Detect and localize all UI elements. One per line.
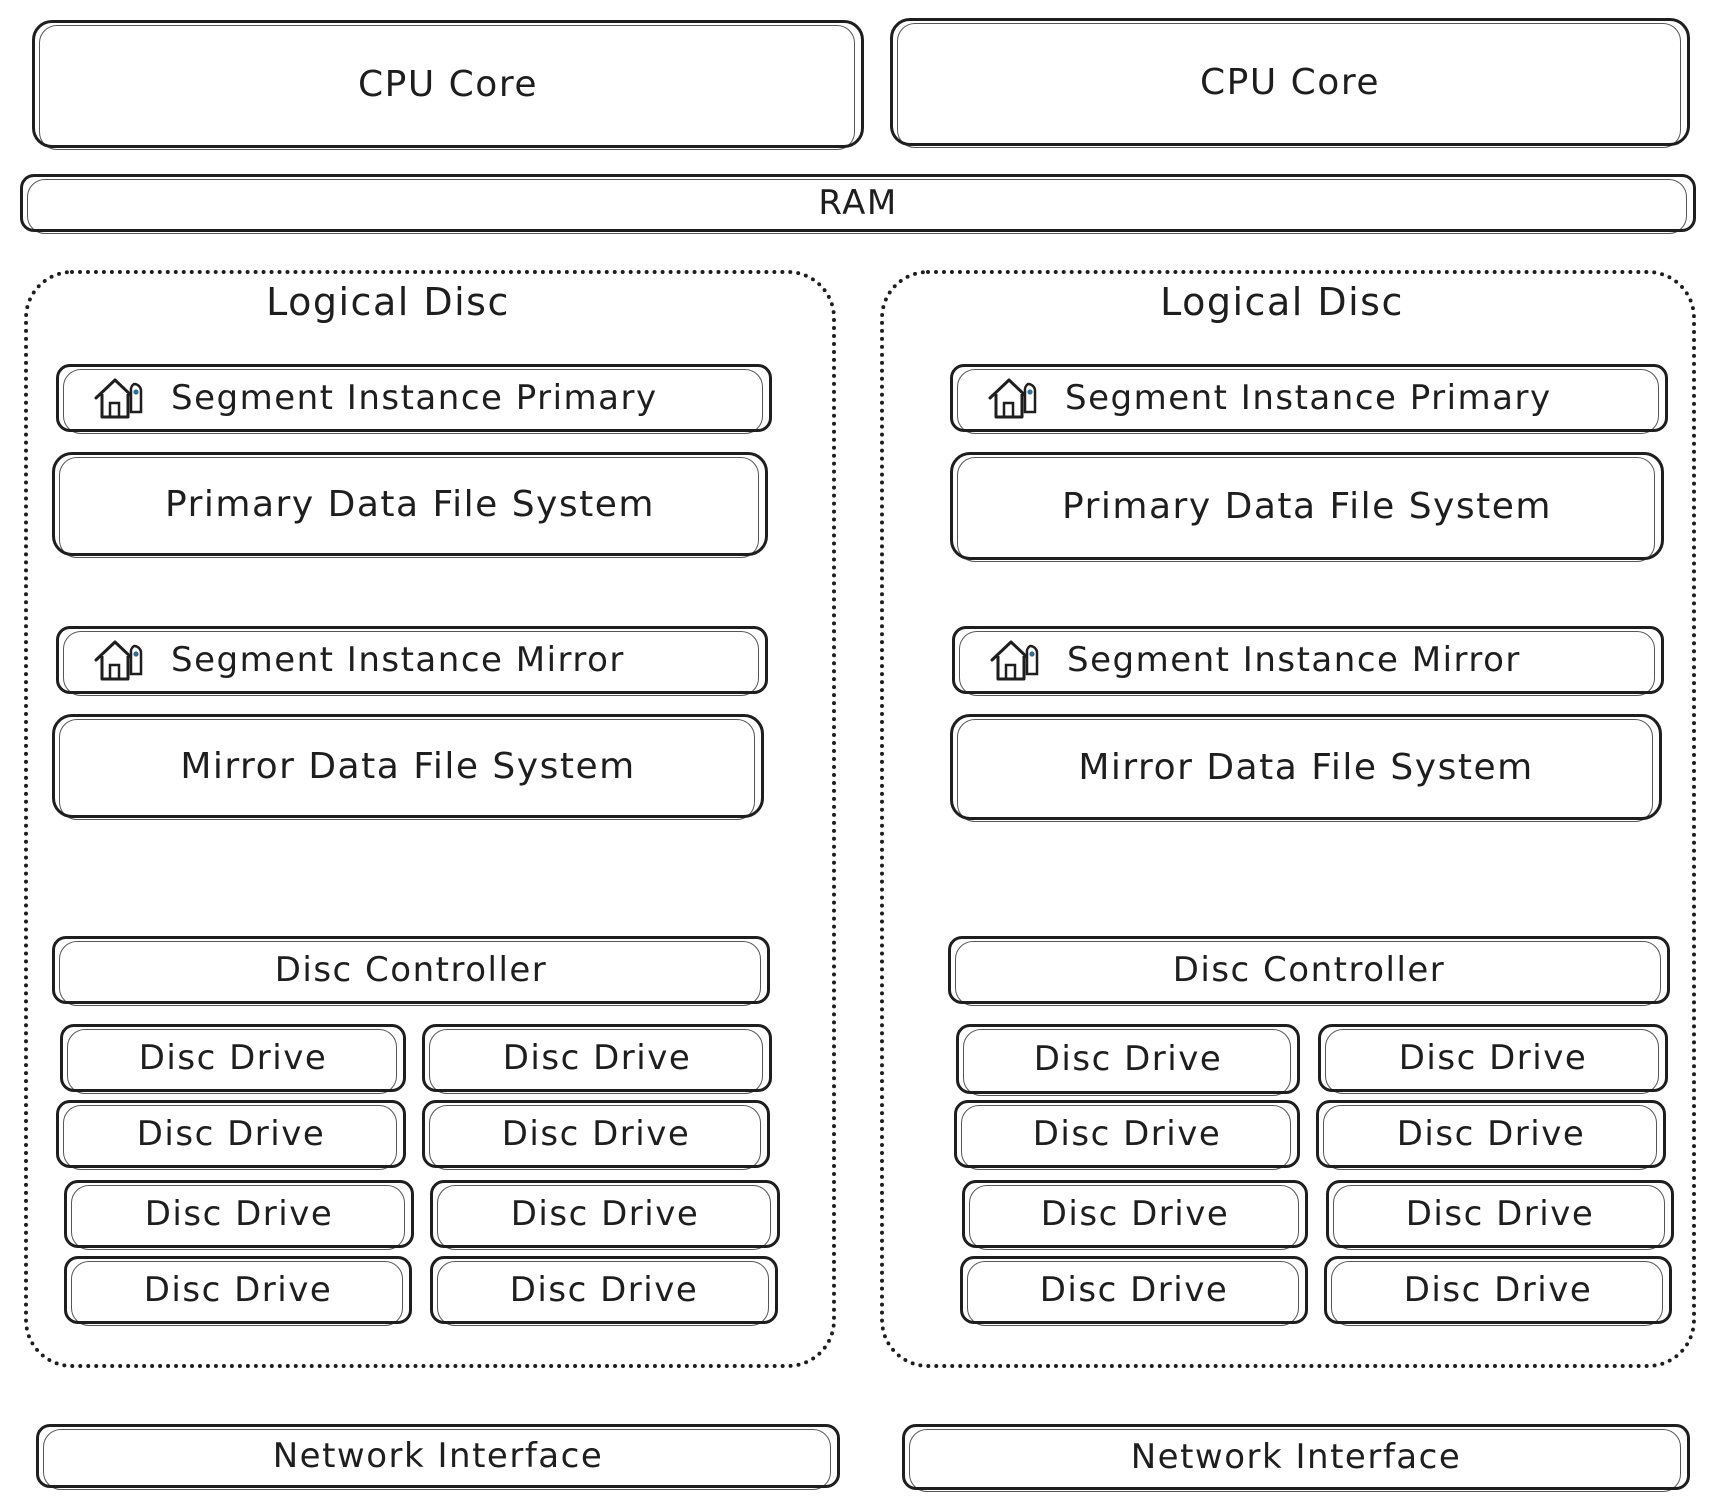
segment-instance-primary-2-label: Segment Instance Primary xyxy=(1065,378,1552,418)
disc-drive: Disc Drive xyxy=(954,1100,1300,1170)
disc-drive: Disc Drive xyxy=(962,1180,1308,1250)
logical-disc-title-2: Logical Disc xyxy=(1160,280,1404,324)
disc-drive: Disc Drive xyxy=(422,1100,770,1170)
disc-drive: Disc Drive xyxy=(430,1256,778,1326)
disc-controller-2-label: Disc Controller xyxy=(1172,950,1446,990)
disc-drive-label: Disc Drive xyxy=(1398,1038,1588,1078)
disc-drive: Disc Drive xyxy=(56,1100,406,1170)
disc-drive-label: Disc Drive xyxy=(1040,1194,1230,1234)
segment-instance-mirror-1-label: Segment Instance Mirror xyxy=(171,640,625,680)
disc-controller-1: Disc Controller xyxy=(52,936,770,1006)
disc-drive: Disc Drive xyxy=(64,1180,414,1250)
segment-instance-primary-1-label: Segment Instance Primary xyxy=(171,378,658,418)
disc-drive-label: Disc Drive xyxy=(143,1270,333,1310)
disc-drive-label: Disc Drive xyxy=(1033,1039,1223,1079)
disc-drive-label: Disc Drive xyxy=(1405,1194,1595,1234)
disc-drive-label: Disc Drive xyxy=(1403,1270,1593,1310)
primary-data-file-system-2: Primary Data File System xyxy=(950,452,1664,562)
logical-disc-title-1: Logical Disc xyxy=(266,280,510,324)
disc-drive-label: Disc Drive xyxy=(138,1038,328,1078)
network-interface-2-label: Network Interface xyxy=(1130,1437,1462,1477)
segment-instance-mirror-2: Segment Instance Mirror xyxy=(952,626,1664,696)
mirror-data-file-system-1: Mirror Data File System xyxy=(52,714,764,820)
disc-drive: Disc Drive xyxy=(430,1180,780,1250)
primary-data-file-system-1: Primary Data File System xyxy=(52,452,768,558)
database-house-icon xyxy=(93,638,145,682)
segment-instance-mirror-2-label: Segment Instance Mirror xyxy=(1067,640,1521,680)
mirror-data-file-system-1-label: Mirror Data File System xyxy=(180,745,636,787)
disc-drive-label: Disc Drive xyxy=(144,1194,334,1234)
cpu-core-2-label: CPU Core xyxy=(1200,61,1380,103)
network-interface-1-label: Network Interface xyxy=(272,1436,604,1476)
segment-instance-primary-2: Segment Instance Primary xyxy=(950,364,1668,434)
ram-label: RAM xyxy=(818,183,898,223)
disc-drive: Disc Drive xyxy=(1326,1180,1674,1250)
disc-drive: Disc Drive xyxy=(956,1024,1300,1096)
primary-data-file-system-2-label: Primary Data File System xyxy=(1062,485,1552,527)
cpu-core-1: CPU Core xyxy=(32,20,864,150)
disc-drive: Disc Drive xyxy=(60,1024,406,1094)
disc-drive-label: Disc Drive xyxy=(510,1194,700,1234)
database-house-icon xyxy=(93,376,145,420)
logical-disc-container-2 xyxy=(880,270,1696,1368)
network-interface-2: Network Interface xyxy=(902,1424,1690,1492)
primary-data-file-system-1-label: Primary Data File System xyxy=(165,483,655,525)
disc-controller-1-label: Disc Controller xyxy=(274,950,548,990)
segment-instance-primary-1: Segment Instance Primary xyxy=(56,364,772,434)
disc-drive: Disc Drive xyxy=(1324,1256,1672,1326)
disc-drive-label: Disc Drive xyxy=(501,1114,691,1154)
disc-drive-label: Disc Drive xyxy=(502,1038,692,1078)
disc-drive-label: Disc Drive xyxy=(1396,1114,1586,1154)
ram-bar: RAM xyxy=(20,174,1696,234)
disc-drive-label: Disc Drive xyxy=(509,1270,699,1310)
disc-drive: Disc Drive xyxy=(1318,1024,1668,1094)
segment-instance-mirror-1: Segment Instance Mirror xyxy=(56,626,768,696)
disc-controller-2: Disc Controller xyxy=(948,936,1670,1006)
disc-drive: Disc Drive xyxy=(64,1256,412,1326)
disc-drive: Disc Drive xyxy=(960,1256,1308,1326)
database-house-icon xyxy=(989,638,1041,682)
mirror-data-file-system-2: Mirror Data File System xyxy=(950,714,1662,822)
disc-drive-label: Disc Drive xyxy=(1039,1270,1229,1310)
cpu-core-1-label: CPU Core xyxy=(358,63,538,105)
database-house-icon xyxy=(987,376,1039,420)
logical-disc-container-1 xyxy=(24,270,836,1368)
disc-drive-label: Disc Drive xyxy=(1032,1114,1222,1154)
disc-drive: Disc Drive xyxy=(1316,1100,1666,1170)
mirror-data-file-system-2-label: Mirror Data File System xyxy=(1078,746,1534,788)
disc-drive-label: Disc Drive xyxy=(136,1114,326,1154)
network-interface-1: Network Interface xyxy=(36,1424,840,1490)
disc-drive: Disc Drive xyxy=(422,1024,772,1094)
cpu-core-2: CPU Core xyxy=(890,18,1690,148)
